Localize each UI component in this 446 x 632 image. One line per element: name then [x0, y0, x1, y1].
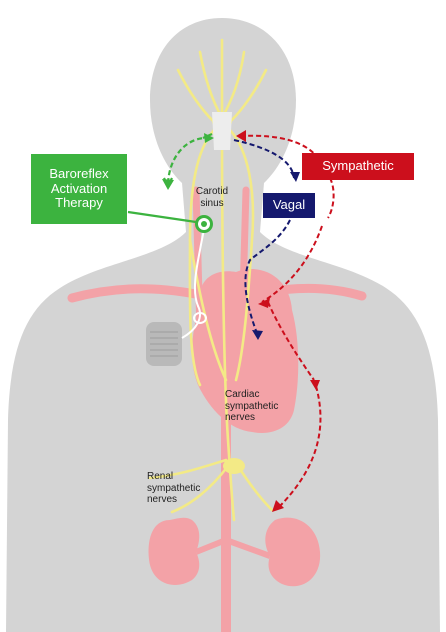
- left-kidney: [149, 518, 200, 585]
- carotid-sinus-electrode: [195, 215, 213, 233]
- brainstem: [212, 112, 232, 150]
- baroreflex-therapy-label: Baroreflex Activation Therapy: [31, 154, 127, 224]
- baroreflex-arrowhead-2: [162, 179, 174, 190]
- renal-sympathetic-nerves-label: Renal sympathetic nerves: [147, 471, 237, 506]
- vagal-arrowhead-2: [290, 172, 300, 182]
- pulse-generator-device: [146, 322, 182, 366]
- cardiac-sympathetic-nerves-label: Cardiac sympathetic nerves: [225, 389, 315, 424]
- sympathetic-label: Sympathetic: [302, 153, 414, 180]
- carotid-sinus-label: Carotid sinus: [184, 186, 240, 209]
- vagal-label: Vagal: [263, 193, 315, 218]
